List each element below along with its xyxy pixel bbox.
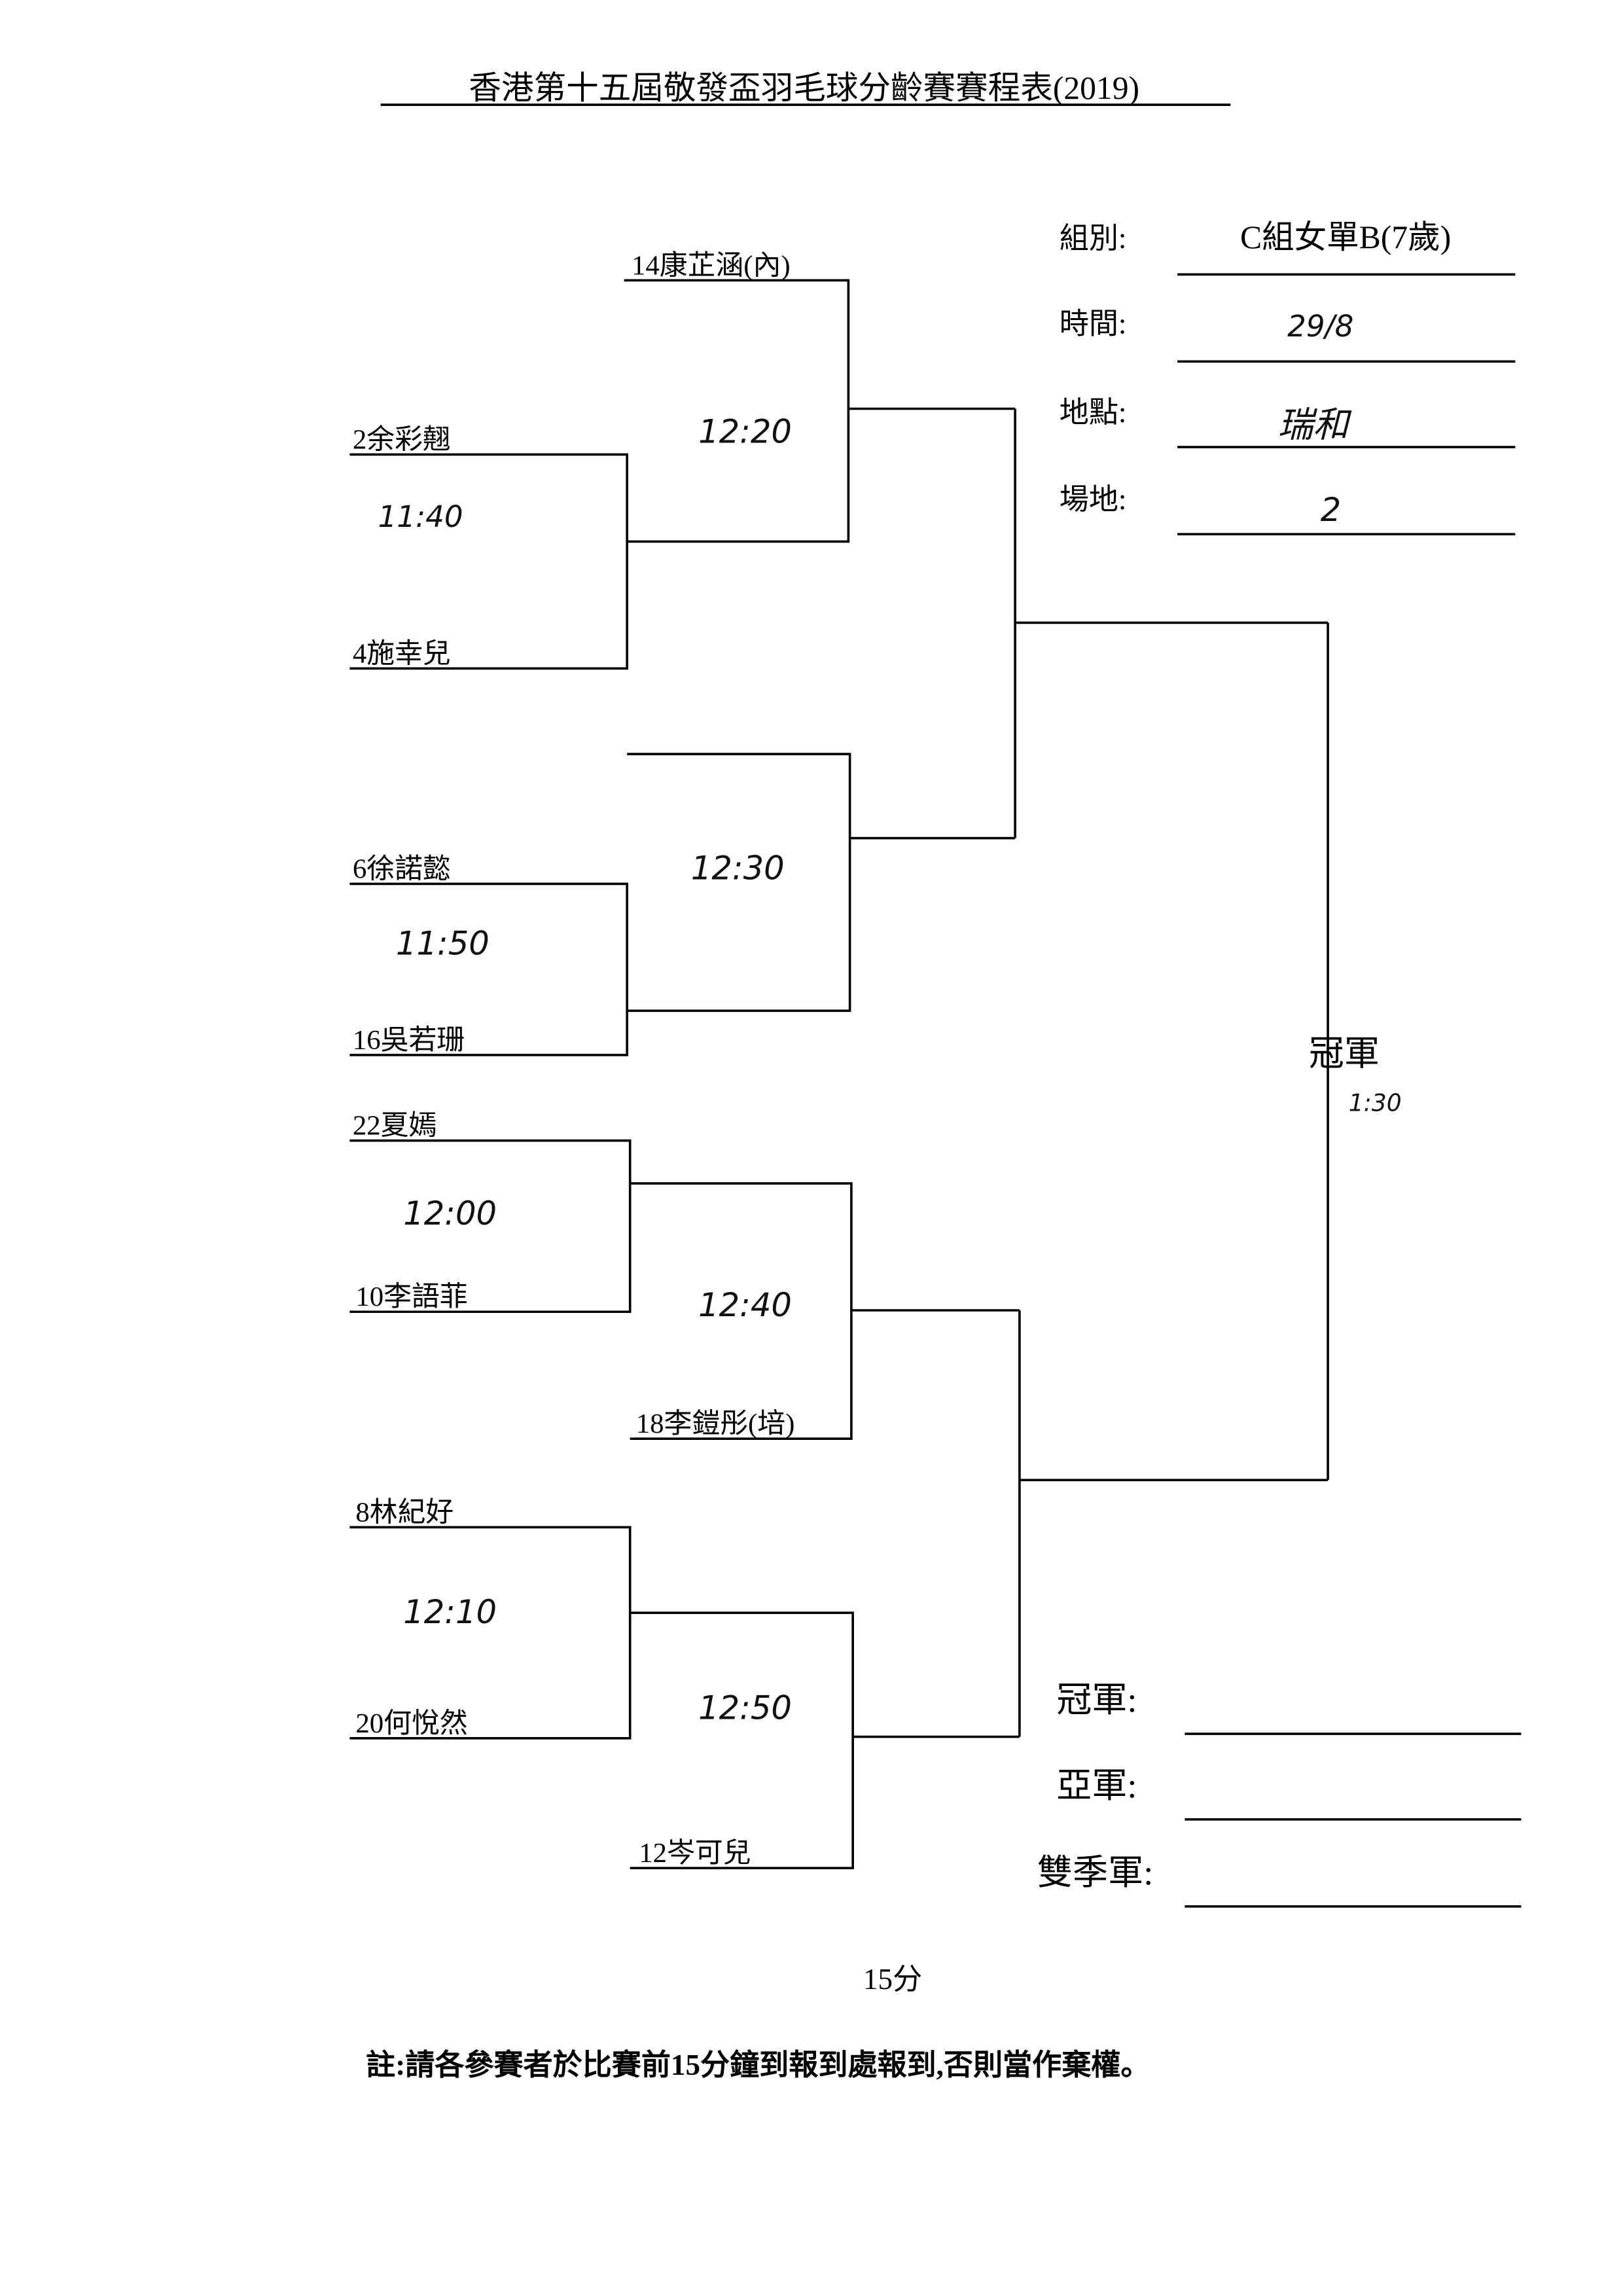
player-slot: 16吳若珊 [353,1025,465,1056]
player-slot: 12岑可兒 [639,1838,751,1869]
champion-label: 冠軍: [1056,1680,1137,1719]
player-slot: 6徐諾懿 [353,853,451,884]
player-slot: 14康芷涵(內) [632,249,791,281]
group-label: 組別: [1060,222,1127,255]
match-time: 12:40 [698,1286,792,1324]
duration: 15分 [863,1963,922,1996]
player-slot: 22夏嫣 [353,1111,437,1141]
match-time: 12:50 [698,1689,792,1727]
player-slot: 8林紀好 [355,1497,454,1528]
player-slot: 4施幸兒 [353,638,451,669]
court-value: 2 [1321,491,1342,529]
venue-label: 地點: [1060,396,1127,429]
player-slot: 20何悅然 [355,1708,467,1739]
final-champion-label: 冠軍 [1309,1034,1380,1073]
date-label: 時間: [1060,308,1127,340]
page-title: 香港第十五屆敬發盃羽毛球分齡賽賽程表(2019) [469,70,1139,106]
court-label: 場地: [1060,483,1127,516]
match-time: 12:00 [403,1194,497,1232]
match-time: 12:10 [403,1593,497,1631]
player-slot: 18李鎧彤(培) [636,1408,795,1439]
group-value: C組女單B(7歲) [1240,219,1451,255]
match-time: 11:40 [378,499,463,534]
match-time: 12:30 [691,850,785,888]
venue-value: 瑞和 [1277,404,1351,445]
date-value: 29/8 [1287,309,1353,344]
player-slot: 2余彩翹 [353,423,451,455]
note: 註:請各參賽者於比賽前15分鐘到報到處報到,否則當作棄權。 [366,2049,1150,2081]
third-place-label: 雙季軍: [1037,1853,1153,1892]
match-time: 11:50 [396,925,490,963]
match-time: 12:20 [698,412,792,450]
runner-up-label: 亞軍: [1056,1766,1137,1805]
player-slot: 10李語菲 [355,1282,467,1312]
bracket-lines [349,279,1329,1869]
final-time: 1:30 [1349,1090,1402,1117]
